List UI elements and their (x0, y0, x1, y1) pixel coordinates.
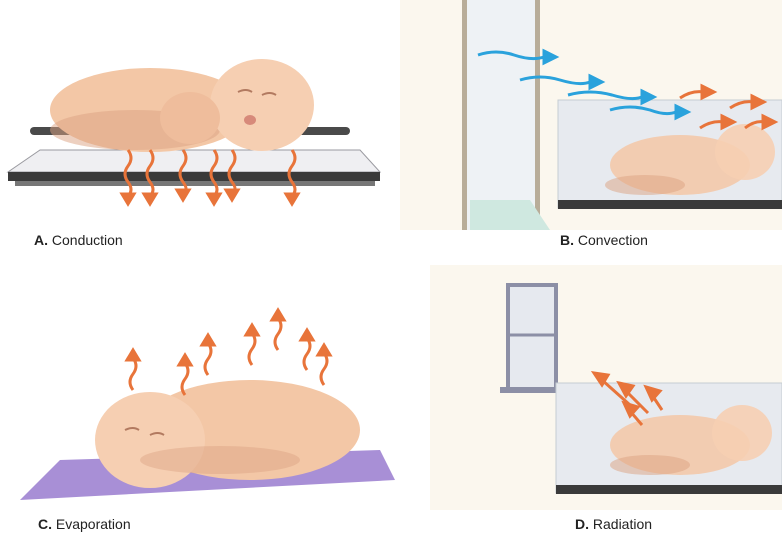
panel-convection (400, 0, 782, 230)
caption-conduction: A. Conduction (34, 232, 123, 248)
caption-title: Evaporation (56, 516, 131, 532)
caption-letter: A. (34, 232, 48, 248)
baby-icon (50, 59, 314, 152)
table-edge-lower (15, 181, 375, 186)
caption-title: Conduction (52, 232, 123, 248)
caption-letter: B. (560, 232, 574, 248)
convection-illustration (400, 0, 782, 230)
caption-letter: C. (38, 516, 52, 532)
radiation-illustration (430, 265, 782, 510)
doorway (462, 0, 540, 230)
caption-title: Convection (578, 232, 648, 248)
panel-radiation (430, 265, 782, 510)
caption-convection: B. Convection (560, 232, 648, 248)
window-icon (500, 285, 564, 393)
panel-evaporation (0, 300, 400, 510)
caption-letter: D. (575, 516, 589, 532)
table-surface (8, 150, 380, 172)
table-edge (8, 172, 380, 181)
caption-title: Radiation (593, 516, 652, 532)
caption-evaporation: C. Evaporation (38, 516, 131, 532)
evaporation-illustration (0, 300, 400, 510)
conduction-illustration (0, 0, 390, 230)
caption-radiation: D. Radiation (575, 516, 652, 532)
panel-conduction (0, 0, 390, 230)
